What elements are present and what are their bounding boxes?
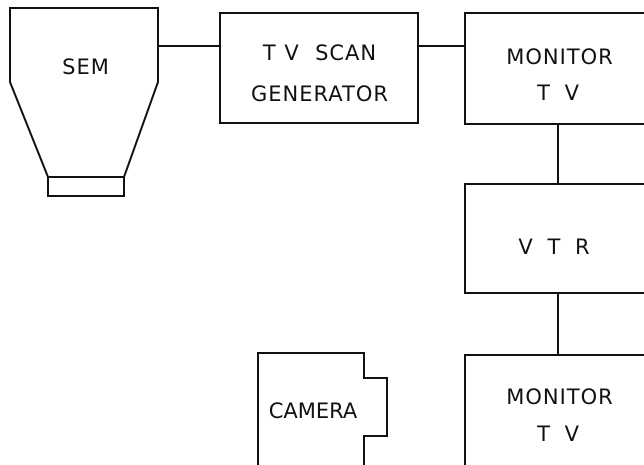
connectors	[158, 45, 559, 355]
monitor-tv-bottom-label-line1: MONITOR	[506, 385, 614, 409]
sem-label: SEM	[62, 55, 110, 79]
camera-body-outline	[257, 352, 388, 465]
vtr-block: V T R	[464, 183, 644, 294]
sem-block: SEM	[9, 7, 159, 197]
sem-column-outline	[9, 7, 159, 197]
tv-scan-generator-label-line1: T V SCAN	[262, 41, 377, 65]
monitor-tv-top-box	[464, 12, 644, 125]
monitor-tv-top-block: MONITOR T V	[464, 12, 644, 125]
monitor-tv-bottom-block: MONITOR T V	[464, 354, 644, 465]
camera-block: CAMERA	[257, 352, 388, 465]
tv-scan-generator-box	[219, 12, 419, 124]
monitor-tv-top-label-line1: MONITOR	[506, 45, 614, 69]
tv-scan-generator-block: T V SCAN GENERATOR	[219, 12, 419, 124]
tv-scan-generator-label-line2: GENERATOR	[251, 82, 389, 106]
camera-label: CAMERA	[269, 399, 358, 423]
monitor-tv-bottom-box	[464, 354, 644, 465]
vtr-box	[464, 183, 644, 294]
monitor-tv-top-label-line2: T V	[536, 81, 583, 105]
monitor-tv-bottom-label-line2: T V	[536, 422, 583, 446]
vtr-label: V T R	[518, 235, 593, 259]
